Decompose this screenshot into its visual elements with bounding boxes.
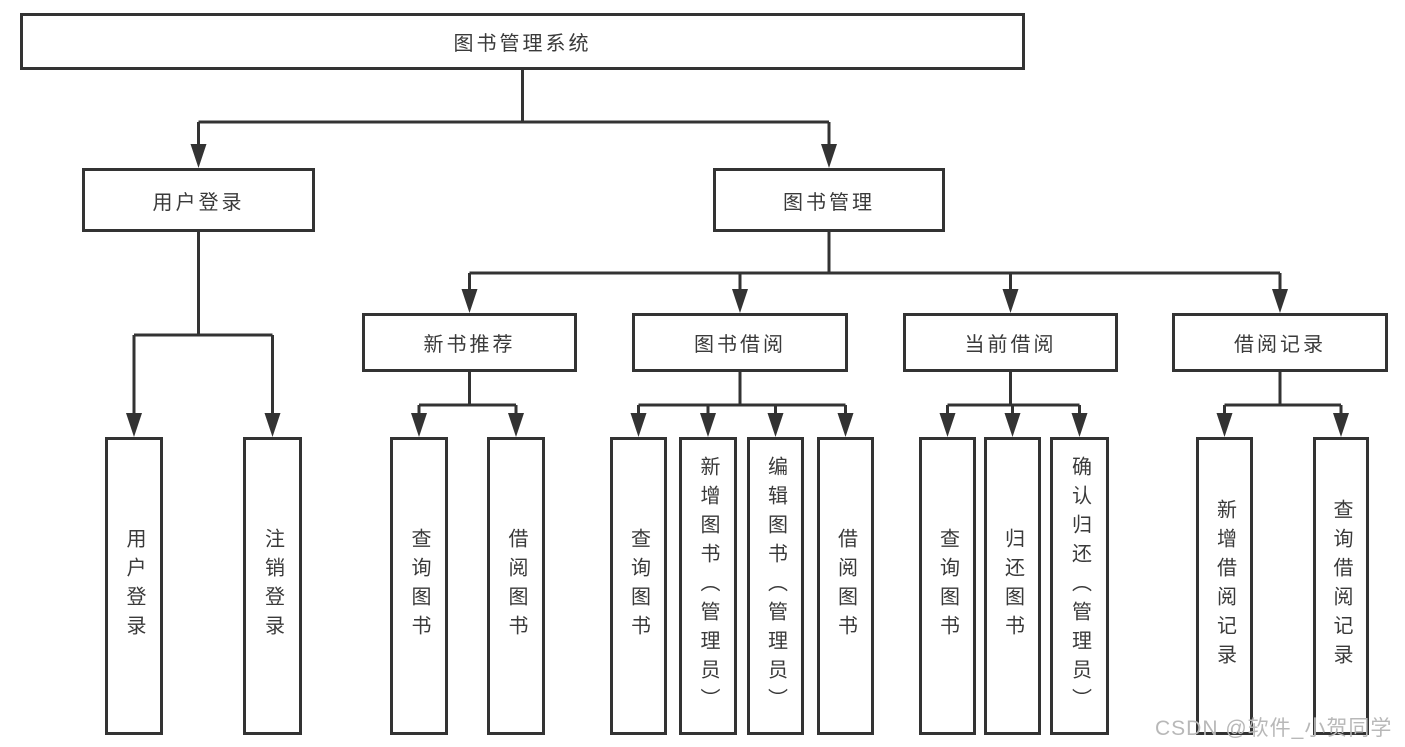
node-user-login: 用户登录 [82, 168, 315, 232]
csdn-watermark: CSDN @软件_小贺同学 [1155, 717, 1393, 740]
leaf-return-book: 归还图书 [984, 437, 1041, 735]
arrowhead [126, 413, 142, 437]
node-label: 图书管理系统 [453, 33, 592, 55]
arrowhead [1272, 289, 1288, 313]
node-label: 查询图书 [627, 528, 650, 644]
node-borrowing-records: 借阅记录 [1172, 313, 1388, 372]
arrowhead [1002, 289, 1019, 313]
leaf-query-books-3: 查询图书 [919, 437, 976, 735]
node-label: 新书推荐 [423, 334, 516, 356]
arrowhead [1216, 413, 1233, 437]
leaf-add-borrow-record: 新增借阅记录 [1196, 437, 1253, 735]
leaf-confirm-return-admin: 确认归还（管理员） [1050, 437, 1109, 735]
node-label: 注销登录 [261, 528, 284, 644]
arrowhead [700, 413, 716, 437]
leaf-query-books-2: 查询图书 [610, 437, 667, 735]
connector-book-borrow [637, 372, 847, 415]
arrowhead [837, 413, 854, 437]
node-label: 用户登录 [152, 191, 245, 214]
node-new-book-recommend: 新书推荐 [362, 313, 577, 372]
arrowhead [411, 413, 427, 437]
leaf-borrow-books-2: 借阅图书 [817, 437, 874, 735]
connector-book-mgmt [468, 232, 1282, 291]
leaf-query-books-1: 查询图书 [390, 437, 448, 735]
leaf-logout: 注销登录 [243, 437, 302, 735]
connector-borrow-record [1223, 372, 1343, 415]
node-label: 借阅图书 [834, 528, 857, 644]
node-label: 新增图书（管理员） [697, 455, 719, 717]
node-library-system-root: 图书管理系统 [20, 13, 1025, 70]
node-label: 图书借阅 [694, 334, 786, 356]
arrowhead [767, 413, 784, 437]
arrowhead [264, 413, 281, 437]
arrowhead [1071, 413, 1088, 437]
node-current-borrowing: 当前借阅 [903, 313, 1118, 372]
arrowhead [461, 289, 478, 313]
arrowhead [190, 144, 207, 168]
connector-root [197, 70, 831, 146]
connector-current-borrow [946, 372, 1081, 415]
node-book-borrowing: 图书借阅 [632, 313, 848, 372]
arrowhead [1004, 413, 1021, 437]
connector-user-login [132, 232, 274, 415]
node-label: 用户登录 [123, 528, 145, 644]
node-label: 新增借阅记录 [1213, 499, 1236, 673]
connector-new-book [417, 372, 518, 415]
leaf-query-borrow-record: 查询借阅记录 [1313, 437, 1369, 735]
leaf-borrow-books-1: 借阅图书 [487, 437, 545, 735]
arrowhead [939, 413, 956, 437]
node-label: 确认归还（管理员） [1068, 455, 1091, 717]
node-label: 借阅图书 [505, 528, 527, 644]
arrowhead [732, 289, 748, 313]
node-book-management: 图书管理 [713, 168, 945, 232]
arrowhead [630, 413, 647, 437]
arrowhead [1333, 413, 1349, 437]
node-label: 查询图书 [408, 528, 430, 644]
leaf-edit-book-admin: 编辑图书（管理员） [747, 437, 804, 735]
node-label: 查询借阅记录 [1330, 499, 1352, 673]
node-label: 编辑图书（管理员） [764, 455, 787, 717]
leaf-user-login: 用户登录 [105, 437, 163, 735]
node-label: 当前借阅 [964, 334, 1057, 356]
leaf-add-book-admin: 新增图书（管理员） [679, 437, 737, 735]
arrowhead [508, 413, 524, 437]
node-label: 查询图书 [936, 528, 959, 644]
node-label: 借阅记录 [1234, 334, 1326, 356]
node-label: 图书管理 [783, 191, 875, 214]
node-label: 归还图书 [1001, 528, 1024, 644]
arrowhead [821, 144, 837, 168]
arrowheads [126, 144, 1349, 437]
